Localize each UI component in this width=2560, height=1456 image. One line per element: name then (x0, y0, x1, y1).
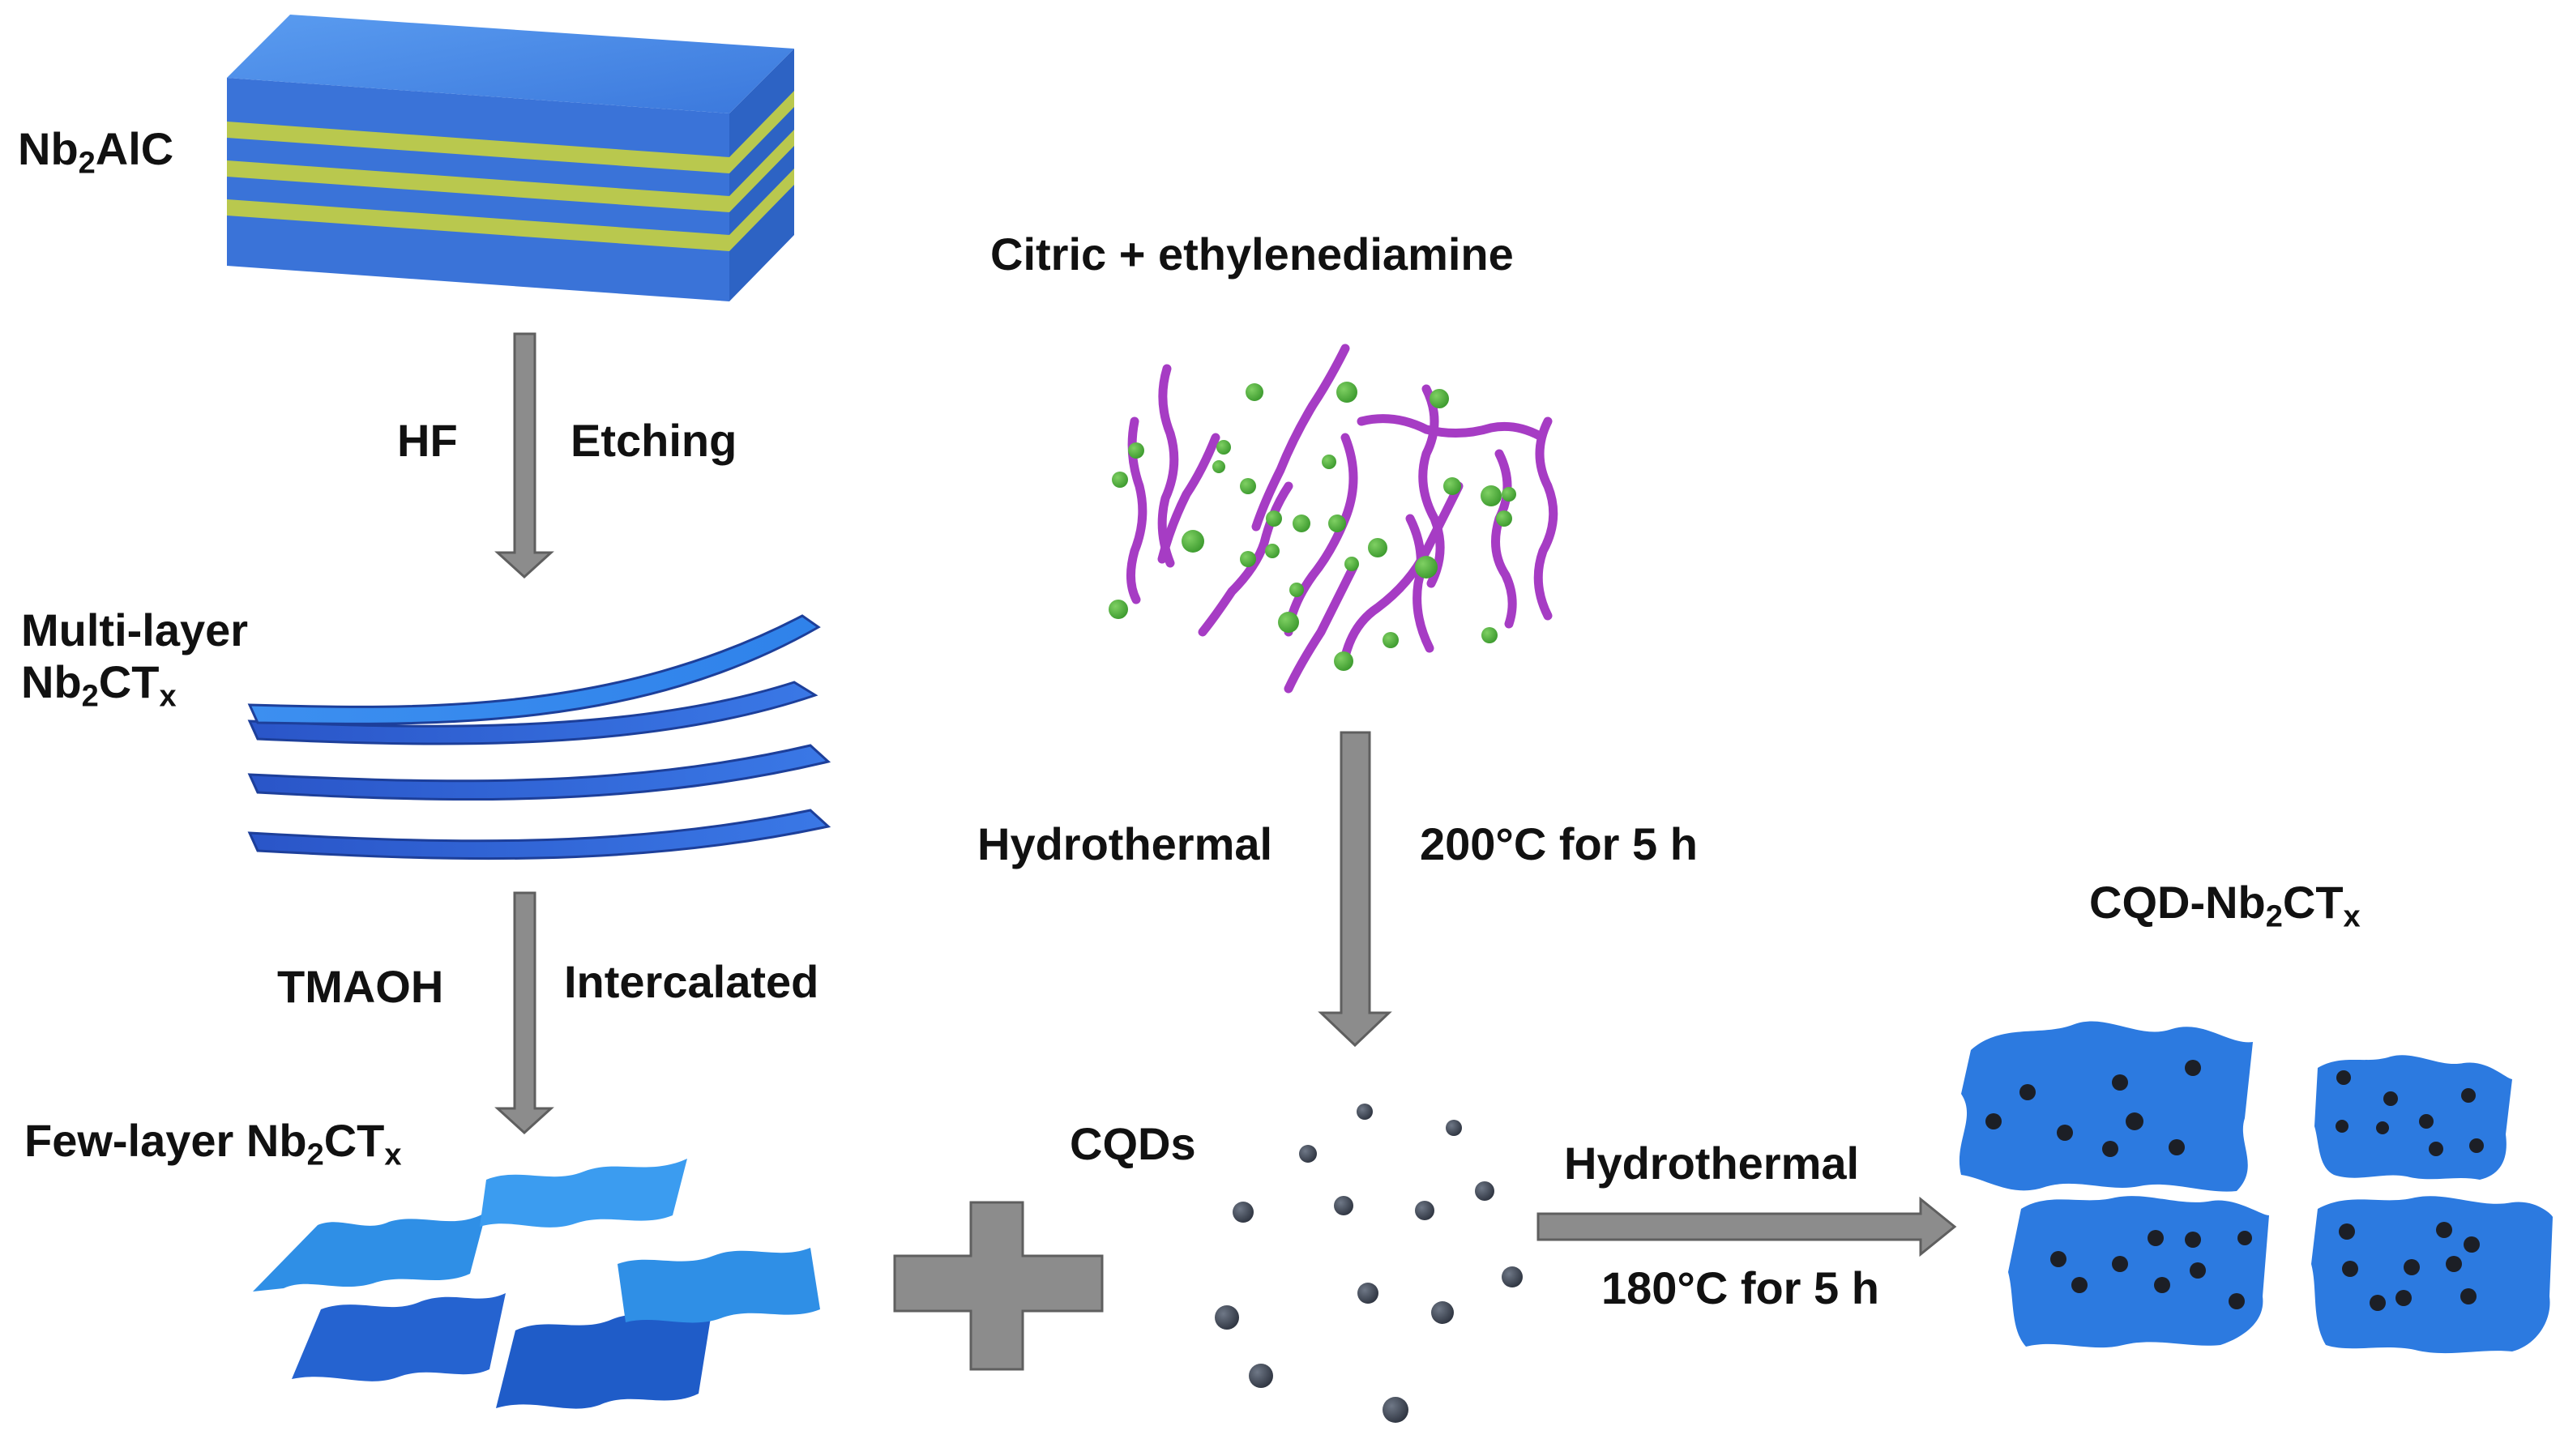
etch-reagent-label: HF (397, 415, 458, 466)
nb2alc-main: Nb (18, 123, 79, 174)
multilayer-sub1: 2 (81, 680, 99, 715)
cqds-label: CQDs (1070, 1118, 1196, 1169)
multilayer-sub2: x (159, 680, 177, 715)
multilayer-label: Multi-layer Nb2CTx (21, 604, 249, 712)
fewlayer-sub1: 2 (306, 1138, 324, 1172)
multilayer-sheets (247, 614, 831, 860)
fewlayer-sheets (253, 1159, 820, 1409)
fewlayer-label: Few-layer Nb2CTx (24, 1115, 402, 1171)
composite-cqd-dots (1985, 1060, 2484, 1311)
nb2alc-subscript: 2 (78, 146, 96, 181)
composite-pre: CQD-Nb (2089, 877, 2266, 928)
arrow-etching (494, 332, 554, 579)
arrow-intercalation (494, 891, 554, 1135)
intercalate-process-label: Intercalated (564, 956, 819, 1007)
multilayer-main: Nb (21, 656, 82, 708)
composite-process-label: Hydrothermal (1564, 1138, 1860, 1189)
cqd-dots (1215, 1104, 1523, 1423)
fewlayer-mid: CT (323, 1115, 385, 1166)
precursor-label: Citric + ethylenediamine (990, 228, 1514, 280)
composite-sub2: x (2343, 899, 2361, 934)
arrow-hydrothermal-composite (1536, 1196, 1957, 1257)
nb2alc-layered-block (227, 15, 794, 301)
cqd-synthesis-condition-label: 200°C for 5 h (1420, 818, 1698, 869)
composite-sheets (1959, 1021, 2553, 1354)
arrow-hydrothermal-cqd (1318, 731, 1392, 1048)
fewlayer-sub2: x (384, 1138, 402, 1172)
etch-process-label: Etching (571, 415, 737, 466)
fewlayer-pre: Few-layer Nb (24, 1115, 307, 1166)
composite-sub1: 2 (2265, 899, 2283, 934)
precursor-green-dots (1109, 382, 1516, 671)
cqd-synthesis-process-label: Hydrothermal (977, 818, 1273, 869)
nb2alc-tail: AlC (95, 123, 174, 174)
composite-label: CQD-Nb2CTx (2089, 877, 2361, 933)
composite-mid: CT (2282, 877, 2344, 928)
multilayer-mid: CT (98, 656, 160, 708)
plus-icon (893, 1201, 1104, 1371)
nb2alc-label: Nb2AlC (18, 123, 174, 179)
intercalate-reagent-label: TMAOH (277, 961, 444, 1012)
composite-condition-label: 180°C for 5 h (1601, 1262, 1879, 1313)
multilayer-line1: Multi-layer (21, 604, 249, 655)
multilayer-formula: Nb2CTx (21, 656, 248, 712)
precursor-molecules (1126, 344, 1558, 694)
